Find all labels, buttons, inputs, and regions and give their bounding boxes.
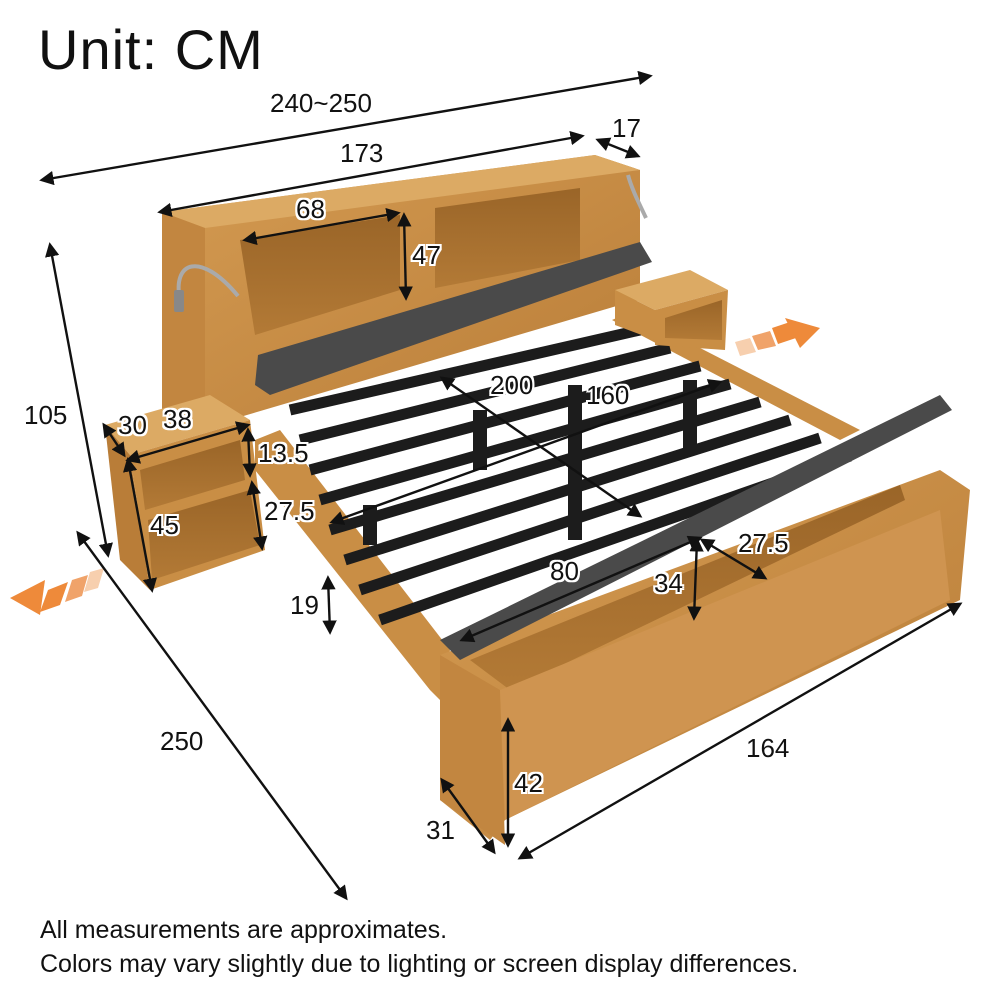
headboard-cushion bbox=[255, 242, 652, 395]
footer-note-colors: Colors may vary slightly due to lighting… bbox=[40, 950, 799, 978]
footer-note-measurements: All measurements are approximates. bbox=[40, 916, 448, 944]
unit-title: Unit: CM bbox=[38, 18, 264, 81]
dim-bench-depth: 31 bbox=[426, 815, 455, 845]
dim-headboard-depth: 17 bbox=[612, 113, 641, 143]
dim-nightstand-height: 45 bbox=[150, 510, 179, 540]
dim-nightstand-lower-gap: 27.5 bbox=[264, 496, 315, 526]
slide-arrow-left-icon bbox=[10, 568, 104, 615]
dim-nightstand-top-gap: 13.5 bbox=[258, 438, 309, 468]
right-nightstand bbox=[615, 270, 728, 350]
dim-shelf-height: 47 bbox=[412, 240, 441, 270]
dim-mattress-length: 200 bbox=[490, 370, 534, 400]
dim-bench-width: 164 bbox=[746, 733, 790, 763]
dim-mattress-width: 160 bbox=[586, 380, 630, 410]
dim-clearance: 19 bbox=[290, 590, 319, 620]
slide-arrow-right-icon bbox=[735, 318, 820, 356]
left-side-rail bbox=[255, 430, 450, 700]
dim-bench-compartment-height: 34 bbox=[654, 568, 683, 598]
dim-total-width: 240~250 bbox=[270, 88, 372, 118]
dim-total-height: 105 bbox=[24, 400, 68, 430]
dim-bench-compartment-depth: 27.5 bbox=[738, 528, 789, 558]
dim-bench-compartment-width: 80 bbox=[550, 556, 579, 586]
dim-nightstand-width: 38 bbox=[163, 404, 192, 434]
dimension-lines bbox=[39, 70, 963, 901]
dim-headboard-width: 173 bbox=[340, 138, 384, 168]
dim-total-length: 250 bbox=[160, 726, 204, 756]
dim-bench-height: 42 bbox=[514, 768, 543, 798]
reading-lamp-left bbox=[174, 264, 240, 312]
dim-nightstand-depth: 30 bbox=[118, 410, 147, 440]
dim-shelf-width: 68 bbox=[296, 194, 325, 224]
